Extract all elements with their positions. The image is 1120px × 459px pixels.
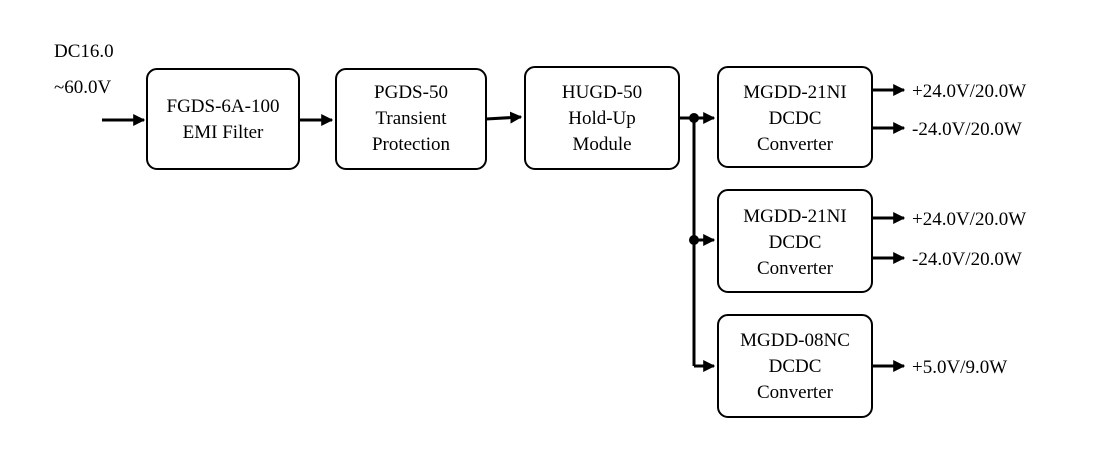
converter-3-desc-2: Converter bbox=[757, 382, 834, 403]
emi-filter-block: FGDS-6A-100 EMI Filter bbox=[146, 68, 300, 170]
input-voltage-line2: ~60.0V bbox=[54, 77, 112, 98]
transient-model: PGDS-50 bbox=[374, 82, 448, 103]
output-c2-positive: +24.0V/20.0W bbox=[912, 209, 1026, 230]
converter-1-desc-2: Converter bbox=[757, 134, 834, 155]
converter-1-block: MGDD-21NI DCDC Converter bbox=[717, 66, 873, 168]
converter-3-desc-1: DCDC bbox=[769, 356, 822, 377]
output-c2-negative: -24.0V/20.0W bbox=[912, 249, 1022, 270]
holdup-desc-2: Module bbox=[572, 134, 631, 155]
converter-2-desc-1: DCDC bbox=[769, 232, 822, 253]
output-c1-negative: -24.0V/20.0W bbox=[912, 119, 1022, 140]
holdup-model: HUGD-50 bbox=[562, 82, 642, 103]
converter-3-model: MGDD-08NC bbox=[740, 330, 850, 351]
converter-3-block: MGDD-08NC DCDC Converter bbox=[717, 314, 873, 418]
transient-desc-2: Protection bbox=[372, 134, 451, 155]
transient-protection-block: PGDS-50 Transient Protection bbox=[335, 68, 487, 170]
converter-2-model: MGDD-21NI bbox=[743, 206, 846, 227]
converter-2-desc-2: Converter bbox=[757, 258, 834, 279]
output-c3: +5.0V/9.0W bbox=[912, 357, 1007, 378]
holdup-module-block: HUGD-50 Hold-Up Module bbox=[524, 66, 680, 170]
converter-1-desc-1: DCDC bbox=[769, 108, 822, 129]
output-c1-positive: +24.0V/20.0W bbox=[912, 81, 1026, 102]
emi-filter-model: FGDS-6A-100 bbox=[167, 96, 280, 117]
holdup-desc-1: Hold-Up bbox=[568, 108, 636, 129]
arrow-transient-to-holdup bbox=[485, 111, 523, 124]
emi-filter-desc: EMI Filter bbox=[183, 122, 264, 143]
transient-desc-1: Transient bbox=[375, 108, 447, 129]
input-voltage-line1: DC16.0 bbox=[54, 41, 114, 62]
converter-2-block: MGDD-21NI DCDC Converter bbox=[717, 189, 873, 293]
converter-1-model: MGDD-21NI bbox=[743, 82, 846, 103]
